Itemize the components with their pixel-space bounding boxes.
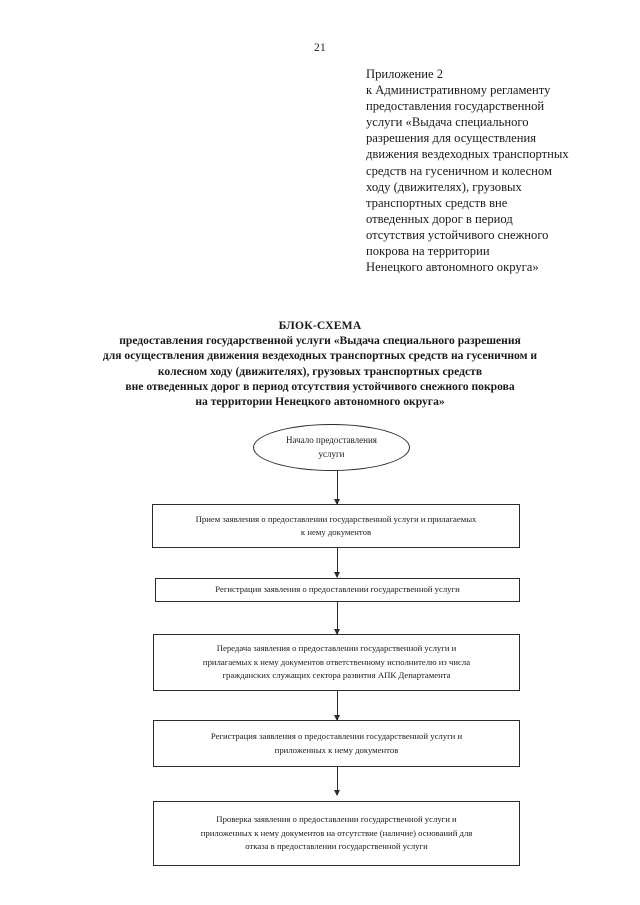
appendix-line: к Административному регламенту [366,83,551,98]
flow-node-step-4: Регистрация заявления о предоставлении г… [153,720,520,767]
appendix-line: отведенных дорог в период [366,211,513,226]
appendix-line: Приложение 2 [366,67,444,81]
flow-arrowhead-icon [334,790,340,796]
appendix-line: отсутствия устойчивого снежного [366,227,549,242]
page-number: 21 [313,42,327,54]
flow-node-line: гражданских служащих сектора развития АП… [222,670,451,681]
flow-arrowhead-icon [334,499,340,505]
flow-node-step-2: Регистрация заявления о предоставлении г… [155,578,520,602]
title-line: для осуществления движения вездеходных т… [102,349,538,363]
title-heading: БЛОК-СХЕМА [278,319,362,332]
flow-node-start: Начало предоставления услуги [253,424,410,471]
appendix-line: ходу (движителях), грузовых [366,179,522,194]
flow-node-line: Прием заявления о предоставлении государ… [195,513,477,524]
appendix-line: покрова на территории [366,244,490,259]
appendix-line: Ненецкого автономного округа» [366,260,539,275]
flow-node-line: Передача заявления о предоставлении госу… [216,643,457,654]
flow-node-line: Начало предоставления [286,435,377,445]
flow-node-line: приложенных к нему документов на отсутст… [200,827,473,838]
flow-arrowhead-icon [334,715,340,721]
flow-arrowhead-icon [334,629,340,635]
flow-connector [337,767,338,795]
title-line: вне отведенных дорог в период отсутствия… [125,379,515,393]
flow-node-line: услуги [318,448,345,459]
flow-node-text: Начало предоставления услуги [272,434,391,461]
flow-node-step-1: Прием заявления о предоставлении государ… [152,504,520,548]
flow-node-step-3: Передача заявления о предоставлении госу… [153,634,520,691]
title-line: предоставления государственной услуги «В… [119,334,521,348]
title-line: на территории Ненецкого автономного окру… [195,395,445,409]
flow-node-line: отказа в предоставлении государственной … [245,841,428,852]
page-title: БЛОК-СХЕМА предоставления государственно… [20,318,620,409]
flow-connector [337,602,338,634]
flow-connector [337,471,338,504]
appendix-line: разрешения для осуществления [366,131,537,146]
title-line: колесном ходу (движителях), грузовых тра… [157,364,483,378]
flow-node-text: Проверка заявления о предоставлении госу… [164,813,509,854]
flow-arrowhead-icon [334,572,340,578]
appendix-reference-block: Приложение 2 к Административному регламе… [366,66,616,275]
flow-node-line: Регистрация заявления о предоставлении г… [215,584,460,595]
flow-node-text: Регистрация заявления о предоставлении г… [164,730,509,757]
appendix-line: услуги «Выдача специального [366,115,529,130]
flow-node-line: приложенных к нему документов [274,744,399,755]
flow-node-text: Передача заявления о предоставлении госу… [164,642,509,683]
appendix-line: средств на гусеничном и колесном [366,163,552,178]
flow-node-step-5: Проверка заявления о предоставлении госу… [153,801,520,866]
appendix-line: транспортных средств вне [366,195,508,210]
flow-node-line: прилагаемых к нему документов ответствен… [202,656,471,667]
appendix-line: движения вездеходных транспортных [366,147,569,162]
flow-node-text: Регистрация заявления о предоставлении г… [166,583,509,597]
flow-node-text: Прием заявления о предоставлении государ… [163,513,509,540]
flow-node-line: Проверка заявления о предоставлении госу… [216,814,457,825]
flow-node-line: Регистрация заявления о предоставлении г… [210,731,463,741]
flow-node-line: к нему документов [300,527,372,537]
appendix-line: предоставления государственной [366,99,545,114]
flow-connector [337,548,338,577]
flow-connector [337,691,338,720]
